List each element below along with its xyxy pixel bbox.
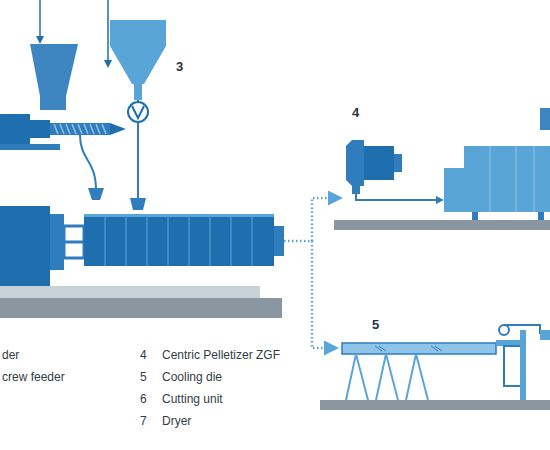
callout-number: 3 bbox=[176, 60, 183, 74]
feed-pipe bbox=[80, 135, 96, 190]
screw-feeder bbox=[30, 120, 50, 138]
feed-arrow bbox=[39, 0, 41, 36]
floor bbox=[320, 400, 550, 410]
main-hopper bbox=[132, 106, 144, 118]
barrel-segment-line bbox=[147, 217, 148, 266]
dryer-unit bbox=[540, 108, 550, 130]
feeder-hopper bbox=[30, 44, 78, 96]
callout-number: 4 bbox=[140, 348, 147, 362]
screw-thread bbox=[102, 124, 106, 134]
feeder-hopper bbox=[40, 96, 66, 110]
extruder-base bbox=[0, 286, 260, 298]
main-hopper bbox=[128, 102, 148, 122]
extruder-barrel bbox=[84, 214, 284, 266]
screw-thread bbox=[84, 124, 88, 134]
main-hopper bbox=[134, 84, 142, 100]
barrel-segment-line bbox=[105, 217, 252, 266]
dryer-unit bbox=[444, 108, 550, 220]
dryer-unit bbox=[464, 146, 550, 212]
legend-item-text: Centric Pelletizer ZGF bbox=[162, 348, 280, 362]
centric-pelletizer bbox=[394, 154, 402, 172]
main-hopper bbox=[110, 20, 166, 46]
dryer-unit bbox=[444, 168, 464, 212]
cutting-unit bbox=[520, 330, 526, 400]
extruder-base bbox=[0, 298, 282, 318]
platform bbox=[334, 220, 550, 230]
extruder-base bbox=[0, 286, 282, 318]
centric-pelletizer bbox=[352, 186, 360, 194]
cooling-die bbox=[342, 343, 496, 404]
screw-feeder bbox=[0, 144, 60, 150]
screw-feeder bbox=[50, 123, 110, 135]
pneumatic-line bbox=[356, 194, 436, 200]
cooling-die bbox=[342, 343, 496, 354]
pneumatic-line bbox=[356, 194, 436, 200]
barrel-segment-line bbox=[210, 217, 211, 266]
drive-gearbox bbox=[64, 226, 84, 258]
screw-feeder bbox=[110, 123, 126, 135]
screw-thread bbox=[54, 124, 106, 134]
callout-number: 4 bbox=[352, 106, 359, 120]
feed-arrow bbox=[107, 0, 109, 62]
screw-feeder bbox=[0, 114, 126, 150]
barrel-segment-line bbox=[168, 217, 169, 266]
legend-item-text: crew feeder bbox=[2, 370, 65, 384]
barrel-segment-line bbox=[105, 217, 106, 266]
dryer-unit bbox=[490, 146, 491, 212]
callout-number: 5 bbox=[372, 318, 379, 332]
screw-thread bbox=[96, 124, 100, 134]
dryer-unit bbox=[534, 146, 535, 212]
callout-number: 5 bbox=[140, 370, 147, 384]
feeder-hopper bbox=[30, 44, 78, 110]
cutting-unit bbox=[504, 325, 540, 334]
centric-pelletizer bbox=[346, 140, 364, 186]
extruder-barrel bbox=[84, 216, 274, 266]
cutting-unit bbox=[540, 330, 550, 340]
screw-thread bbox=[78, 124, 82, 134]
barrel-segment-line bbox=[231, 217, 232, 266]
callout-number: 6 bbox=[140, 392, 147, 406]
screw-thread bbox=[90, 124, 94, 134]
drive-gearbox bbox=[64, 241, 84, 244]
screw-feeder bbox=[0, 114, 30, 144]
main-hopper bbox=[110, 46, 166, 84]
drive-gearbox bbox=[0, 206, 50, 286]
feed-arrowhead bbox=[36, 36, 44, 44]
cutting-unit bbox=[499, 325, 509, 335]
strand-path bbox=[284, 198, 340, 348]
extruder-barrel bbox=[84, 214, 274, 217]
centric-pelletizer bbox=[346, 140, 402, 194]
dryer-unit bbox=[472, 212, 478, 220]
legend-item-text: Cooling die bbox=[162, 370, 222, 384]
dryer-unit bbox=[538, 212, 544, 220]
legend-item-text: der bbox=[2, 348, 19, 362]
callout-number: 7 bbox=[140, 414, 147, 428]
barrel-segment-line bbox=[126, 217, 127, 266]
legend-item-text: Dryer bbox=[162, 414, 191, 428]
main-hopper bbox=[130, 198, 146, 210]
centric-pelletizer bbox=[364, 146, 394, 180]
cooling-die bbox=[346, 354, 428, 400]
screw-thread bbox=[66, 124, 70, 134]
main-hopper bbox=[110, 20, 166, 210]
drive-gearbox bbox=[50, 214, 64, 270]
strand-path bbox=[312, 241, 336, 348]
cooling-die bbox=[375, 346, 442, 351]
feed-pipe bbox=[80, 135, 96, 190]
dryer-unit bbox=[516, 146, 517, 212]
strand-path bbox=[284, 198, 340, 241]
screw-thread bbox=[72, 124, 76, 134]
screw-thread bbox=[54, 124, 58, 134]
screw-thread bbox=[60, 124, 64, 134]
feed-funnel bbox=[88, 188, 104, 200]
barrel-segment-line bbox=[252, 217, 253, 266]
extruder-barrel bbox=[274, 226, 284, 256]
pneumatic-arrowhead bbox=[436, 196, 444, 204]
cutting-unit bbox=[496, 325, 550, 400]
drive-gearbox bbox=[0, 206, 84, 286]
barrel-segment-line bbox=[189, 217, 190, 266]
feed-arrowhead bbox=[104, 60, 112, 68]
legend-item-text: Cutting unit bbox=[162, 392, 223, 406]
